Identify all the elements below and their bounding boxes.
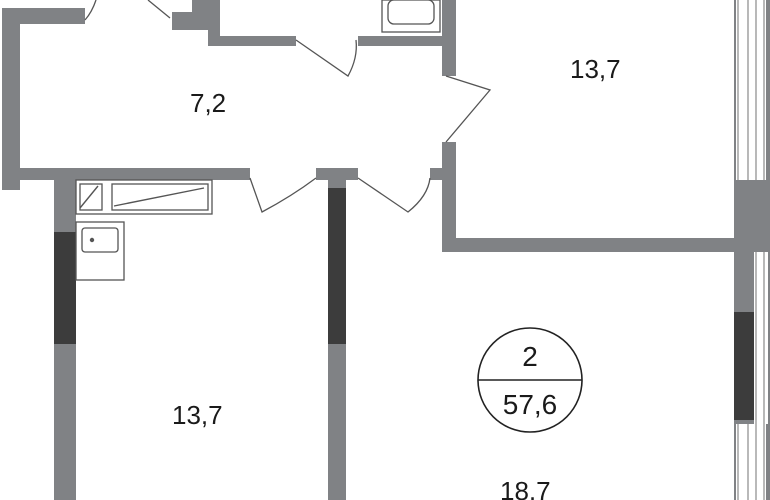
- window-living-lower: [736, 424, 766, 500]
- wall-bedroom-left-bottom: [442, 142, 456, 252]
- kitchen-cabinet: [79, 183, 103, 211]
- wall-hall-bottom-left: [2, 168, 250, 180]
- windows: [736, 0, 768, 500]
- wall-right-dark: [734, 312, 754, 420]
- bath-basin: [387, 0, 435, 25]
- living-room-area-label: 18,7: [500, 476, 551, 500]
- window-bedroom: [736, 0, 766, 180]
- kitchen-stove: [111, 183, 209, 211]
- wall-hall-left: [2, 8, 20, 190]
- wall-hall-bottom-mid: [316, 168, 358, 180]
- wall-bedroom-bottom: [442, 238, 742, 252]
- wall-top-column: [208, 0, 220, 46]
- wall-bedroom-left-top: [442, 0, 456, 76]
- rooms-count: 2: [522, 341, 538, 372]
- wall-corridor-top: [208, 36, 296, 46]
- door-top-left-leaf: [147, 0, 171, 19]
- fixtures: [75, 0, 441, 281]
- sink-drain: [89, 237, 95, 243]
- door-bedroom: [445, 75, 492, 143]
- door-kitchen: [249, 177, 317, 213]
- bedroom-area-label: 13,7: [570, 54, 621, 84]
- total-area: 57,6: [503, 389, 558, 420]
- kitchen-sink: [81, 227, 119, 253]
- wall-bath-bottom: [358, 36, 444, 46]
- wall-partition-dark: [328, 188, 346, 344]
- hall-area-label: 7,2: [190, 88, 226, 118]
- apartment-badge: 2 57,6: [477, 327, 583, 433]
- wall-top-left: [10, 8, 85, 24]
- door-corridor: [295, 39, 357, 77]
- wall-kitchen-left-dark: [54, 232, 76, 344]
- door-entrance: [84, 0, 97, 21]
- kitchen-area-label: 13,7: [172, 400, 223, 430]
- door-living: [357, 177, 431, 213]
- doors: [84, 0, 492, 213]
